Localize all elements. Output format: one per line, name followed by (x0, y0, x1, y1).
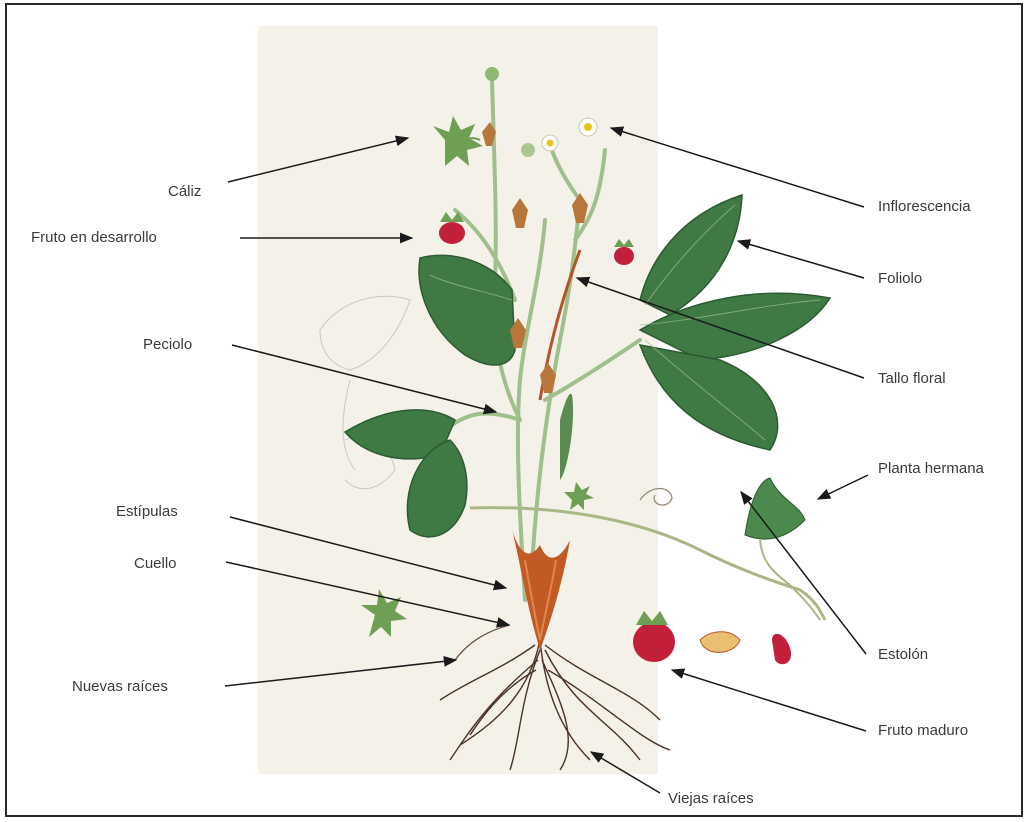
leaflets (345, 195, 830, 620)
label-cuello: Cuello (134, 555, 177, 573)
arrow-estipulas (230, 517, 506, 588)
label-fruto-en-desarrollo: Fruto en desarrollo (31, 229, 157, 247)
top-bud (485, 67, 499, 81)
inflorescence-flowers (521, 118, 597, 157)
leader-arrows (225, 128, 868, 793)
arrow-planta-hermana (818, 475, 868, 499)
fruit-halved (772, 634, 791, 664)
label-planta-hermana: Planta hermana (878, 460, 984, 478)
arrow-foliolo (738, 241, 864, 278)
arrow-peciolo (232, 345, 496, 412)
sketch-leaf (320, 296, 410, 488)
label-viejas-raices: Viejas raíces (668, 790, 754, 808)
old-roots (440, 640, 670, 770)
arrow-nuevas-raices (225, 660, 456, 686)
arrow-fruto-maduro (672, 670, 866, 731)
runner-tendril (640, 488, 672, 505)
leaf-right-low (640, 345, 778, 450)
label-fruto-maduro: Fruto maduro (878, 722, 968, 740)
petiole-stem (560, 394, 573, 480)
label-foliolo: Foliolo (878, 270, 922, 288)
label-peciolo: Peciolo (143, 336, 192, 354)
label-caliz: Cáliz (168, 183, 201, 201)
arrow-cuello (226, 562, 509, 625)
ripe-fruit (633, 622, 675, 662)
label-nuevas-raices: Nuevas raíces (72, 678, 168, 696)
arrow-viejas-raices (591, 752, 660, 793)
calyx-top-left (433, 116, 483, 166)
label-tallo-floral: Tallo floral (878, 370, 946, 388)
calyx-small (564, 482, 594, 510)
leaf-right-top (640, 195, 742, 315)
fruit-section (700, 632, 740, 653)
label-estipulas: Estípulas (116, 503, 178, 521)
label-inflorescencia: Inflorescencia (878, 198, 971, 216)
developing-fruit-right (614, 247, 634, 265)
arrow-caliz (228, 138, 408, 182)
developing-fruit-left (439, 222, 465, 244)
label-estolon: Estolón (878, 646, 928, 664)
arrow-inflorescencia (611, 128, 864, 207)
new-roots (455, 625, 510, 660)
calyx-bottom-left (361, 589, 407, 637)
